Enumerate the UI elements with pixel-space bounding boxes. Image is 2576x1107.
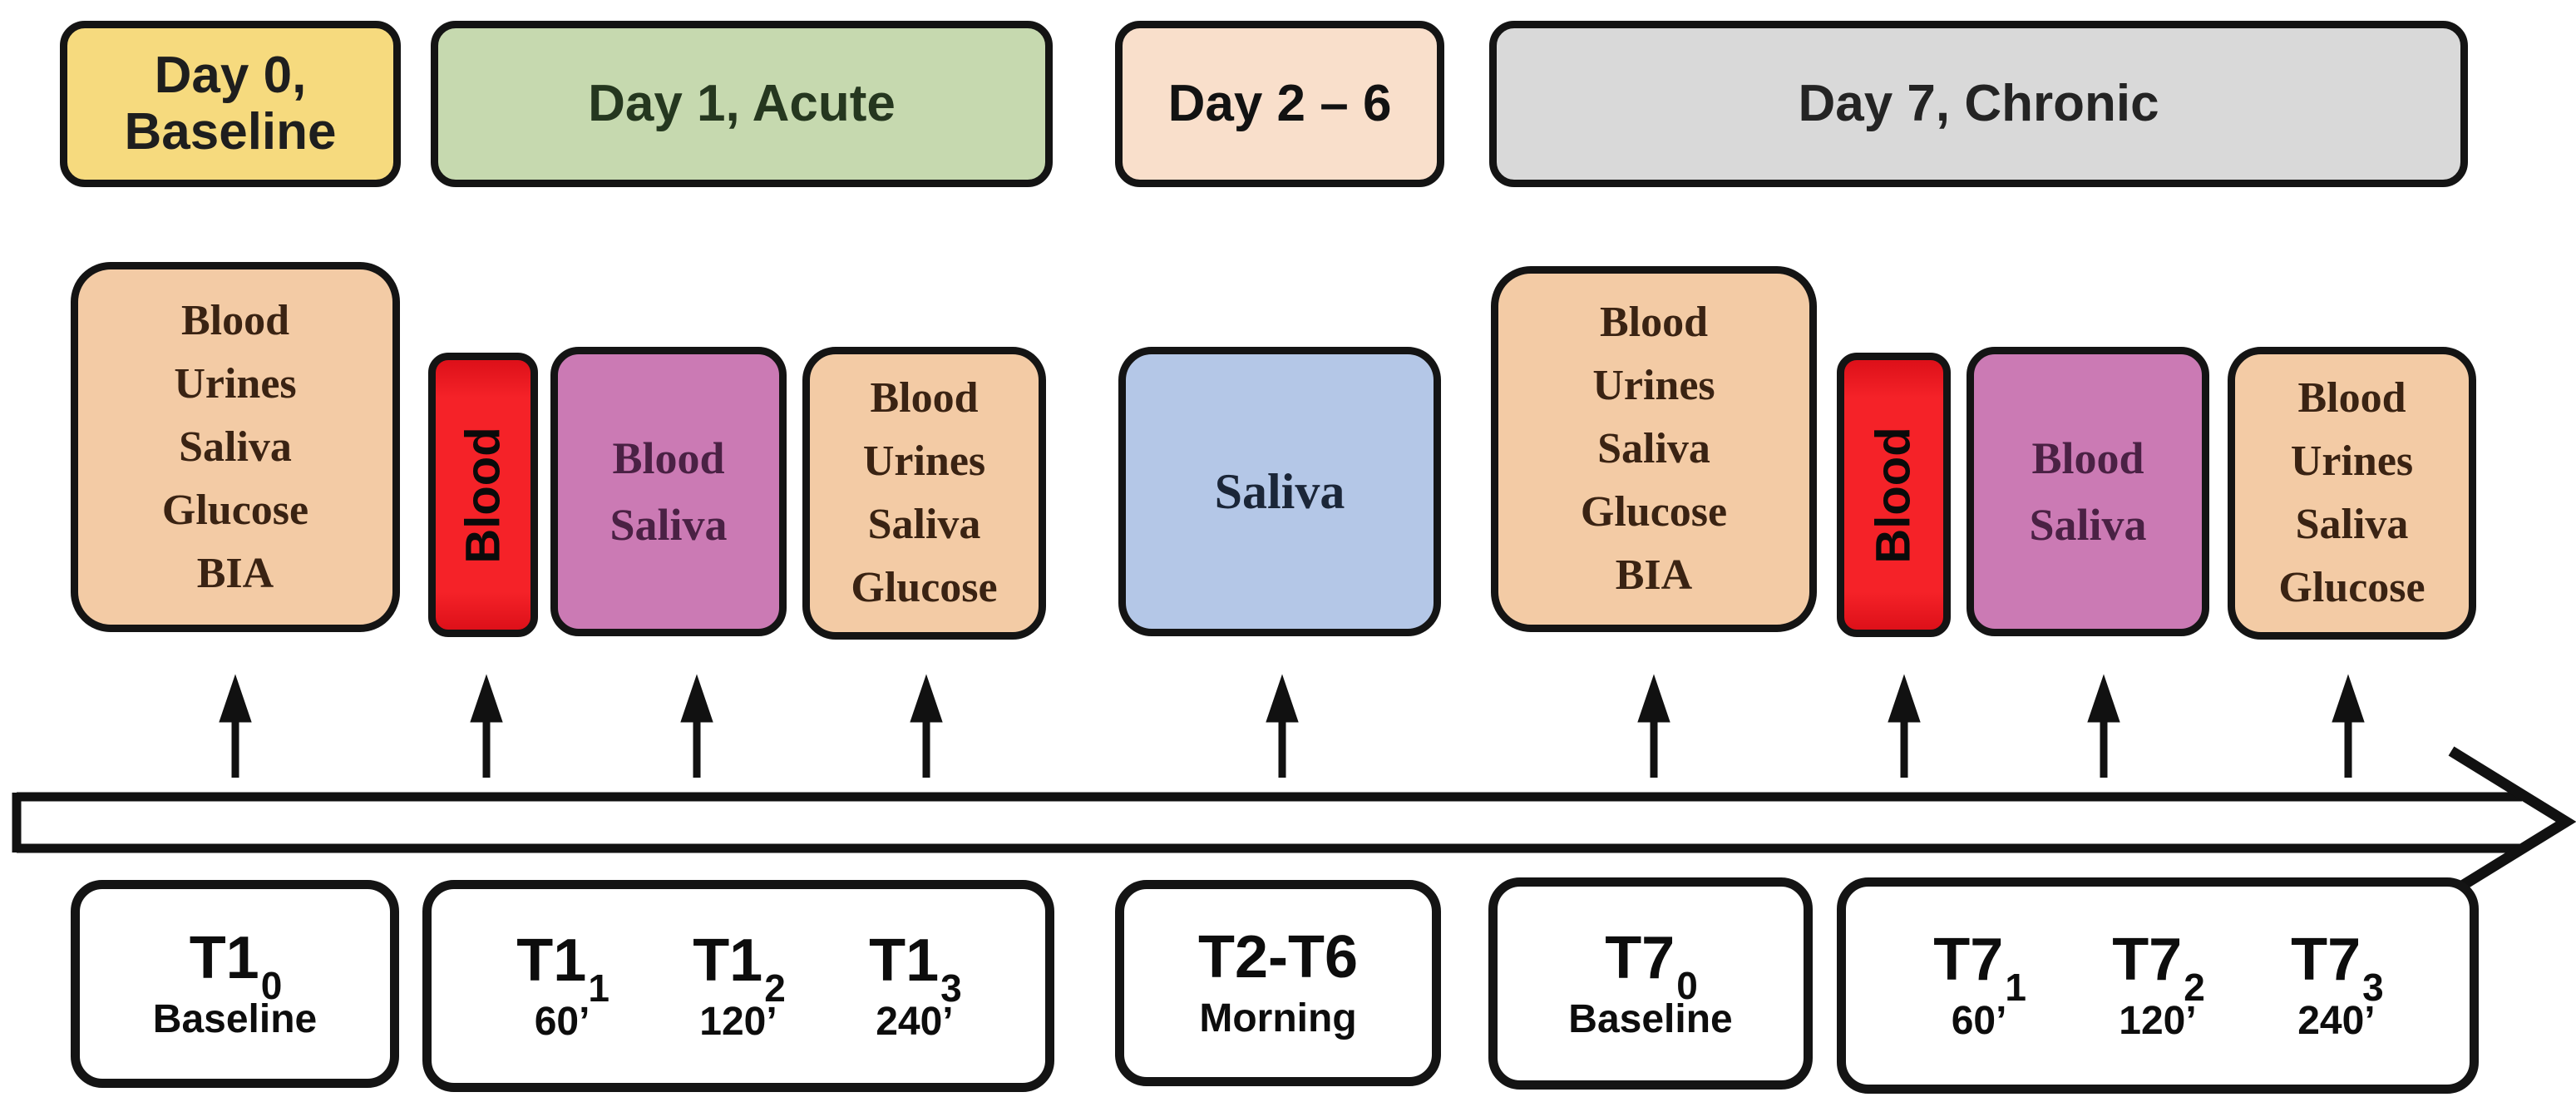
sample-line: Blood (180, 296, 290, 344)
sample-line: Blood (1599, 299, 1709, 346)
timepoint-label: T13 (869, 927, 962, 1010)
samples-day1-blood-box: Blood (428, 353, 538, 637)
time-axis-arrow (12, 746, 2576, 897)
timepoint-subscript: 3 (2362, 966, 2384, 1010)
phase-day7-chronic: Day 7, Chronic (1489, 21, 2468, 187)
up-arrow (1637, 674, 1670, 778)
timepoint-subscript: 0 (1676, 963, 1698, 1007)
sample-line: Saliva (867, 501, 981, 548)
timepoint-entry: T11 60’ (516, 927, 609, 1044)
timepoint-t7-group-box: T71 60’ T72 120’ T73 240’ (1837, 877, 2479, 1094)
timepoint-entry: T70 Baseline (1568, 928, 1732, 1040)
up-arrow (2087, 674, 2120, 778)
up-arrow (910, 674, 943, 778)
timepoint-time: 60’ (534, 999, 590, 1044)
up-arrow (470, 674, 503, 778)
samples-day7-blood-saliva-box: Blood Saliva (1967, 347, 2209, 636)
sample-line: Urines (862, 437, 986, 485)
timepoint-entry: T12 120’ (693, 927, 786, 1044)
timepoint-entry: T2-T6 Morning (1198, 927, 1358, 1039)
phase-label: Day 7, Chronic (1798, 74, 2159, 132)
sample-line: Saliva (609, 500, 728, 550)
up-arrow (2332, 674, 2365, 778)
sample-line: BIA (196, 549, 274, 597)
phase-day0-baseline: Day 0, Baseline (60, 21, 401, 187)
timepoint-label: T73 (2291, 927, 2384, 1010)
sampling-tick-arrows (219, 674, 2365, 778)
timepoint-t7-0-box: T70 Baseline (1488, 877, 1813, 1090)
timepoint-entry: T10 Baseline (153, 928, 317, 1040)
samples-day2-6-saliva-box: Saliva (1118, 347, 1441, 636)
timepoint-label: T2-T6 (1197, 924, 1359, 991)
sample-line: Glucose (2278, 564, 2425, 611)
sample-line: Glucose (851, 564, 998, 611)
samples-day0-baseline-box: Blood Urines Saliva Glucose BIA (71, 262, 400, 632)
timepoint-subscript: 1 (588, 966, 609, 1010)
sample-line: Saliva (2029, 500, 2147, 550)
sample-line: Saliva (1214, 464, 1345, 519)
sample-line: Urines (2290, 437, 2414, 485)
timepoint-time: 240’ (2297, 999, 2376, 1043)
timepoint-time: 120’ (699, 999, 777, 1044)
timepoint-label: T11 (516, 927, 609, 1010)
timepoint-t1-0-box: T10 Baseline (71, 880, 399, 1088)
samples-day7-blood-box: Blood (1837, 353, 1951, 637)
timepoint-t2-t6-box: T2-T6 Morning (1115, 880, 1441, 1086)
sample-line: Urines (174, 359, 297, 408)
timepoint-time: 60’ (1951, 999, 2007, 1043)
timepoint-time: Baseline (1568, 996, 1733, 1041)
phase-label: Day 1, Acute (588, 74, 896, 132)
timepoint-time: Baseline (152, 997, 318, 1041)
up-arrow (219, 674, 252, 778)
up-arrow (1888, 674, 1921, 778)
sample-line: Glucose (161, 486, 309, 534)
timepoint-entry: T71 60’ (1933, 927, 2026, 1043)
samples-day1-post-box: Blood Urines Saliva Glucose (802, 347, 1046, 640)
sample-line: Urines (1592, 362, 1715, 409)
sample-line: Blood (2031, 433, 2144, 483)
timepoint-subscript: 2 (2184, 966, 2205, 1010)
timepoint-entry: T13 240’ (869, 927, 962, 1044)
timepoint-label: T12 (693, 927, 786, 1010)
timepoint-subscript: 3 (940, 966, 962, 1010)
timepoint-entry: T73 240’ (2291, 927, 2384, 1043)
timepoint-label: T70 (1605, 924, 1698, 1007)
sample-line: Saliva (179, 423, 292, 471)
timepoint-time: 120’ (2119, 999, 2197, 1043)
timepoint-entry: T72 120’ (2112, 927, 2205, 1043)
phase-label: Day 0, Baseline (124, 46, 337, 161)
sample-line: Blood (456, 426, 511, 564)
sample-line: Glucose (1580, 488, 1728, 536)
phase-day1-acute: Day 1, Acute (431, 21, 1053, 187)
timepoint-label: T71 (1933, 927, 2026, 1010)
phase-day2-6: Day 2 – 6 (1115, 21, 1444, 187)
timepoint-label: T72 (2112, 927, 2205, 1010)
sample-line: Saliva (2295, 501, 2409, 548)
timepoint-label: T10 (189, 925, 283, 1008)
samples-day1-blood-saliva-box: Blood Saliva (550, 347, 787, 636)
sample-line: Saliva (1597, 425, 1710, 472)
sample-line: Blood (1867, 426, 1922, 564)
phase-label: Day 2 – 6 (1167, 74, 1392, 132)
sample-line: Blood (2297, 374, 2406, 422)
timepoint-time: Morning (1199, 996, 1357, 1040)
up-arrow (680, 674, 713, 778)
timepoint-time: 240’ (876, 999, 954, 1044)
sample-line: Blood (870, 374, 979, 422)
sample-line: Blood (612, 433, 725, 483)
samples-day7-post-box: Blood Urines Saliva Glucose (2228, 347, 2476, 640)
timepoint-t1-group-box: T11 60’ T12 120’ T13 240’ (422, 880, 1054, 1092)
samples-day7-baseline-box: Blood Urines Saliva Glucose BIA (1491, 266, 1817, 632)
timepoint-subscript: 0 (260, 964, 283, 1008)
timepoint-subscript: 1 (2005, 966, 2026, 1010)
up-arrow (1266, 674, 1299, 778)
timepoint-subscript: 2 (764, 966, 786, 1010)
sample-line: BIA (1615, 551, 1693, 599)
